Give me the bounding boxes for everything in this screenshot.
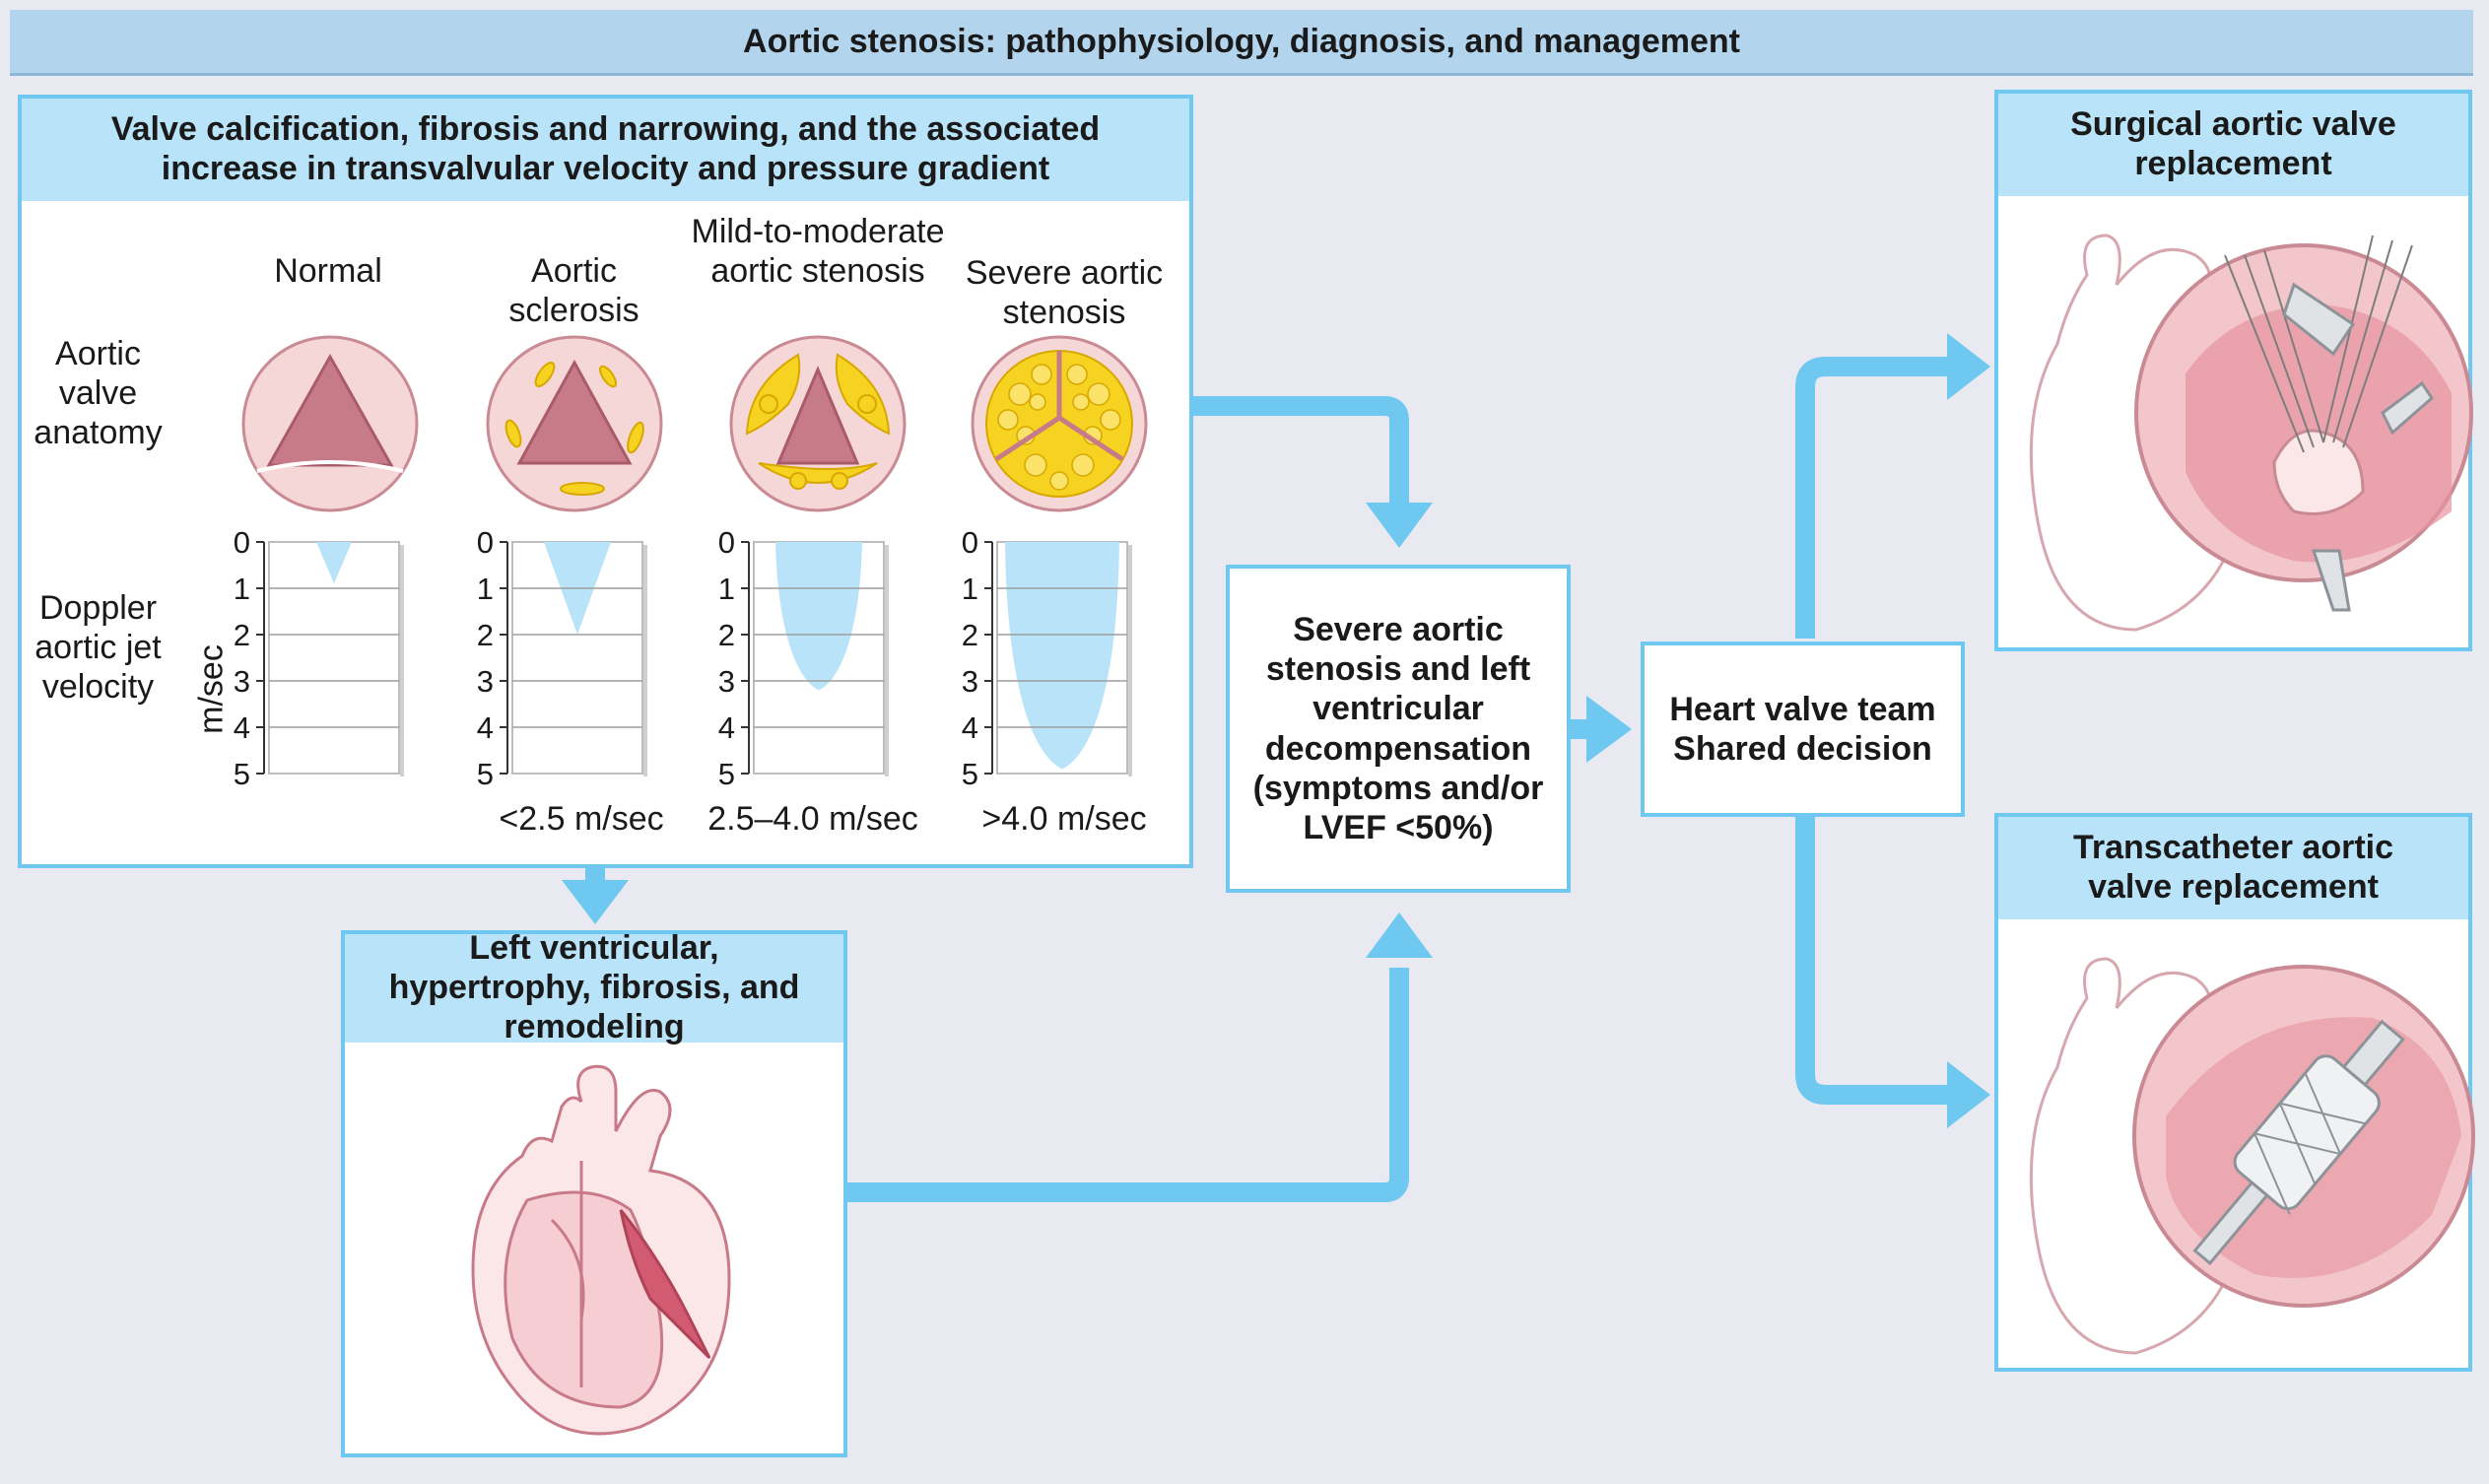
arrowhead-tavr	[1947, 1061, 1990, 1128]
y-tick-label: 3	[477, 664, 494, 699]
y-tick-label: 4	[477, 710, 494, 745]
velocity-label-mild-moderate: 2.5–4.0 m/sec	[707, 800, 918, 838]
y-tick-label: 4	[718, 710, 735, 745]
y-tick-label: 5	[718, 757, 735, 791]
y-tick-label: 3	[234, 664, 250, 699]
doppler-row: 0 1 2 3 4 5 0 1 2 3 4 5 0 1 2 3 4 5 0 1 2 3 4 5	[0, 0, 1176, 868]
page-title: Aortic stenosis: pathophysiology, diagno…	[743, 22, 1740, 60]
arrow-valve-to-decompensation	[1190, 396, 1409, 505]
y-tick-label: 5	[962, 757, 978, 791]
y-tick-label: 2	[718, 618, 735, 652]
team-line-1: Heart valve team	[1669, 690, 1936, 728]
row-label-doppler: Doppler aortic jet velocity	[34, 589, 162, 706]
y-tick-label: 2	[962, 618, 978, 652]
team-line-2: Shared decision	[1673, 730, 1932, 768]
tavr-heading-text: Transcatheter aortic valve replacement	[2072, 829, 2394, 906]
stage-label-sclerosis: Aortic sclerosis	[508, 252, 639, 329]
arrowhead-savr	[1947, 333, 1990, 400]
y-tick-label: 4	[962, 710, 978, 745]
savr-illustration	[2029, 234, 2473, 632]
stage-label-mild-moderate: Mild-to-moderate aortic stenosis	[691, 213, 945, 290]
y-tick-label: 2	[234, 618, 250, 652]
valve-anatomy-row	[241, 335, 1148, 512]
stage-label-severe: Severe aortic stenosis	[965, 254, 1164, 331]
lv-panel-heading: Left ventricular, hypertrophy, fibrosis,…	[345, 929, 843, 1046]
arrowhead-lv	[562, 880, 629, 924]
jet-velocity-profile	[1005, 542, 1119, 770]
arrow-lv-to-decompensation	[845, 968, 1409, 1202]
lv-panel: Left ventricular, hypertrophy, fibrosis,…	[341, 929, 847, 1457]
doppler-chart-1: 0 1 2 3 4 5	[477, 525, 647, 791]
valve-panel-heading-text: Valve calcification, fibrosis and narrow…	[110, 110, 1101, 187]
y-tick-label: 5	[477, 757, 494, 791]
savr-panel: Surgical aortic valve replacement	[1994, 90, 2473, 651]
decompensation-text: Severe aortic stenosis and left ventricu…	[1252, 611, 1544, 846]
arrowhead-decompensation-top	[1366, 503, 1433, 548]
velocity-label-sclerosis: <2.5 m/sec	[499, 800, 664, 838]
y-tick-label: 1	[477, 572, 494, 606]
arrowhead-decompensation-bottom	[1366, 912, 1433, 958]
y-tick-label: 1	[962, 572, 978, 606]
tavr-panel: Transcatheter aortic valve replacement	[1994, 813, 2475, 1372]
tavr-zoom-circle	[2132, 965, 2475, 1308]
y-tick-label: 2	[477, 618, 494, 652]
valve-normal	[241, 335, 419, 512]
valve-panel-heading: Valve calcification, fibrosis and narrow…	[22, 99, 1189, 201]
y-tick-label: 5	[234, 757, 250, 791]
valve-severe	[971, 335, 1148, 512]
doppler-chart-3: 0 1 2 3 4 5	[962, 525, 1132, 791]
doppler-chart-2: 0 1 2 3 4 5	[718, 525, 889, 791]
velocity-label-severe: >4.0 m/sec	[981, 800, 1147, 838]
tavr-illustration	[2029, 957, 2475, 1355]
valve-mild-moderate	[729, 335, 907, 512]
y-tick-label: 1	[718, 572, 735, 606]
y-tick-label: 0	[962, 525, 978, 560]
arrowhead-team	[1586, 696, 1632, 763]
tavr-heading: Transcatheter aortic valve replacement	[1998, 817, 2468, 919]
savr-heading: Surgical aortic valve replacement	[1998, 94, 2468, 196]
jet-velocity-profile	[316, 542, 352, 584]
y-tick-label: 0	[477, 525, 494, 560]
decompensation-box: Severe aortic stenosis and left ventricu…	[1226, 565, 1571, 893]
row-label-anatomy: Aortic valve anatomy	[34, 335, 163, 451]
doppler-chart-0: 0 1 2 3 4 5	[234, 525, 404, 791]
jet-velocity-profile	[775, 542, 862, 691]
y-tick-label: 3	[718, 664, 735, 699]
lv-heart-illustration	[471, 1064, 731, 1436]
title-banner: Aortic stenosis: pathophysiology, diagno…	[10, 10, 2473, 76]
heart-team-box: Heart valve team Shared decision	[1641, 641, 1965, 817]
doppler-charts: 0 1 2 3 4 5 0 1 2 3 4 5 0 1 2 3 4 5 0 1 2 3 4 5	[234, 525, 1132, 791]
y-tick-label: 1	[234, 572, 250, 606]
y-tick-label: 3	[962, 664, 978, 699]
savr-zoom-circle	[2134, 235, 2473, 612]
y-tick-label: 4	[234, 710, 250, 745]
lv-panel-heading-text: Left ventricular, hypertrophy, fibrosis,…	[388, 929, 800, 1046]
y-tick-label: 0	[234, 525, 250, 560]
savr-heading-text: Surgical aortic valve replacement	[2070, 105, 2396, 182]
stage-label-normal: Normal	[274, 252, 382, 290]
arrow-team-branch	[1795, 357, 1951, 1105]
y-tick-label: 0	[718, 525, 735, 560]
valve-sclerosis	[486, 335, 663, 512]
